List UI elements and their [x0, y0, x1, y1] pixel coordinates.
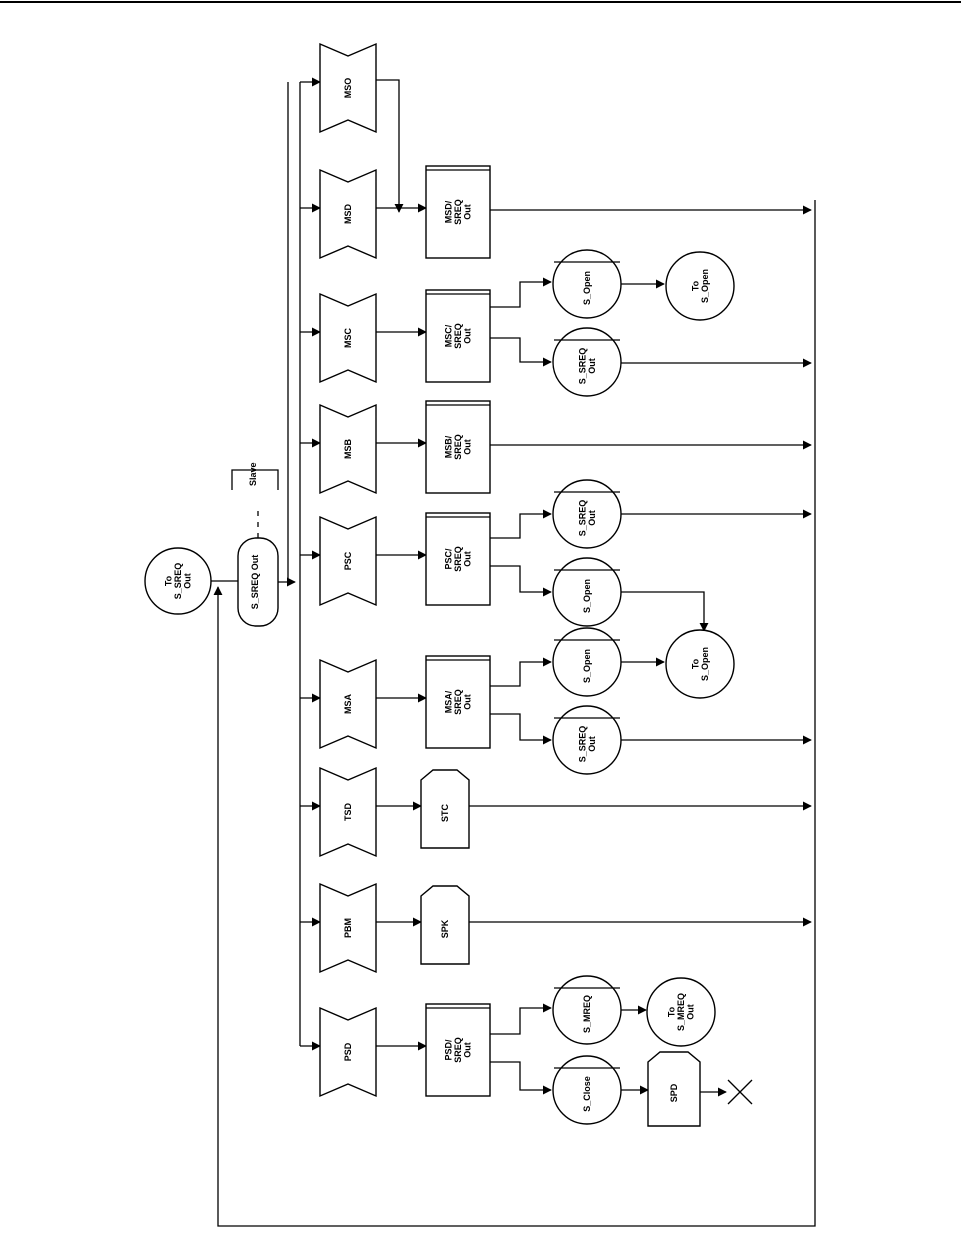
task-label: MSA/SREQOut — [444, 689, 473, 715]
slave-comment: Slave — [231, 462, 279, 490]
bus-lines — [213, 82, 816, 1227]
input-tsd: TSD — [319, 766, 377, 858]
state-label: S_SREQ Out — [250, 555, 260, 610]
s-sreq-out-state: S_SREQ Out — [237, 537, 279, 627]
output-pbm: SPK — [420, 885, 470, 965]
input-label: MSC — [343, 328, 353, 349]
output-label: SPD — [669, 1083, 679, 1102]
input-label: TSD — [343, 802, 353, 821]
task-msd: MSD/SREQOut — [425, 165, 491, 259]
input-msd: MSD — [319, 168, 377, 260]
state-s-open: S_Open — [552, 249, 622, 319]
task-msb: MSB/SREQOut — [425, 400, 491, 494]
circle-label: S_SREQOut — [577, 726, 597, 763]
state-s-mreq: S_MREQ — [552, 975, 622, 1045]
input-msc: MSC — [319, 292, 377, 384]
task-label: MSC/SREQOut — [444, 323, 473, 349]
input-msa: MSA — [319, 658, 377, 750]
circle-label: ToS_Open — [690, 269, 710, 303]
state-s-sreq-out: S_SREQOut — [552, 705, 622, 775]
branch-msb: MSB MSB/SREQOut — [300, 400, 812, 495]
state-s-close: S_Close — [552, 1055, 622, 1125]
task-msc: MSC/SREQOut — [425, 289, 491, 383]
output-tsd: STC — [420, 769, 470, 849]
connector-to-s-open: ToS_Open — [665, 629, 735, 699]
to-s-sreq-out-connector: ToS_SREQOut — [144, 547, 212, 615]
circle-label: S_Open — [582, 271, 592, 305]
state-s-sreq-out: S_SREQOut — [552, 327, 622, 397]
branch-mso: MSO — [300, 42, 404, 213]
input-label: PSD — [343, 1042, 353, 1061]
branch-pbm: PBM SPK — [300, 882, 812, 974]
input-mso: MSO — [319, 42, 377, 134]
branch-msd: MSD MSD/SREQOut — [300, 165, 812, 260]
circle-label: ToS_Open — [690, 647, 710, 681]
input-label: PBM — [343, 918, 353, 938]
input-label: MSD — [343, 204, 353, 225]
task-msa: MSA/SREQOut — [425, 655, 491, 749]
state-s-open: S_Open — [552, 557, 622, 627]
task-label: MSB/SREQOut — [444, 434, 473, 460]
circle-label: S_MREQ — [582, 995, 592, 1033]
circle-label: S_Open — [582, 579, 592, 613]
task-psc: PSC/SREQOut — [425, 512, 491, 606]
task-label: PSC/SREQOut — [444, 546, 473, 572]
output-label: SPK — [440, 919, 450, 938]
output-label: STC — [440, 803, 450, 822]
input-label: MSO — [343, 78, 353, 99]
input-msb: MSB — [319, 403, 377, 495]
connector-to-s-mreq-out: ToS_MREQOut — [646, 977, 716, 1047]
output-spd: SPD — [647, 1051, 701, 1127]
task-label: PSD/SREQOut — [444, 1037, 473, 1063]
connector-label: ToS_SREQOut — [164, 563, 193, 600]
state-s-sreq-out: S_SREQOut — [552, 479, 622, 549]
circle-label: ToS_MREQOut — [667, 993, 696, 1031]
branch-tsd: TSD STC — [300, 766, 812, 858]
input-label: MSB — [343, 439, 353, 460]
circle-label: S_SREQOut — [577, 348, 597, 385]
input-label: PSC — [343, 551, 353, 570]
branch-psd: PSD PSD/SREQOut S_MREQ S_Close ToS_MREQOutSP… — [300, 975, 753, 1127]
entry-group: ToS_SREQOut S_SREQ Out Slave — [144, 462, 296, 627]
input-psc: PSC — [319, 515, 377, 607]
connector-to-s-open: ToS_Open — [665, 251, 735, 321]
slave-label: Slave — [248, 462, 258, 486]
circle-label: S_Open — [582, 649, 592, 683]
circle-label: S_SREQOut — [577, 500, 597, 537]
input-label: MSA — [343, 694, 353, 715]
circle-label: S_Close — [582, 1076, 592, 1112]
state-s-open: S_Open — [552, 627, 622, 697]
task-label: MSD/SREQOut — [444, 199, 473, 225]
stop-x-icon — [727, 1079, 753, 1105]
input-pbm: PBM — [319, 882, 377, 974]
task-psd: PSD/SREQOut — [425, 1003, 491, 1097]
input-psd: PSD — [319, 1006, 377, 1098]
